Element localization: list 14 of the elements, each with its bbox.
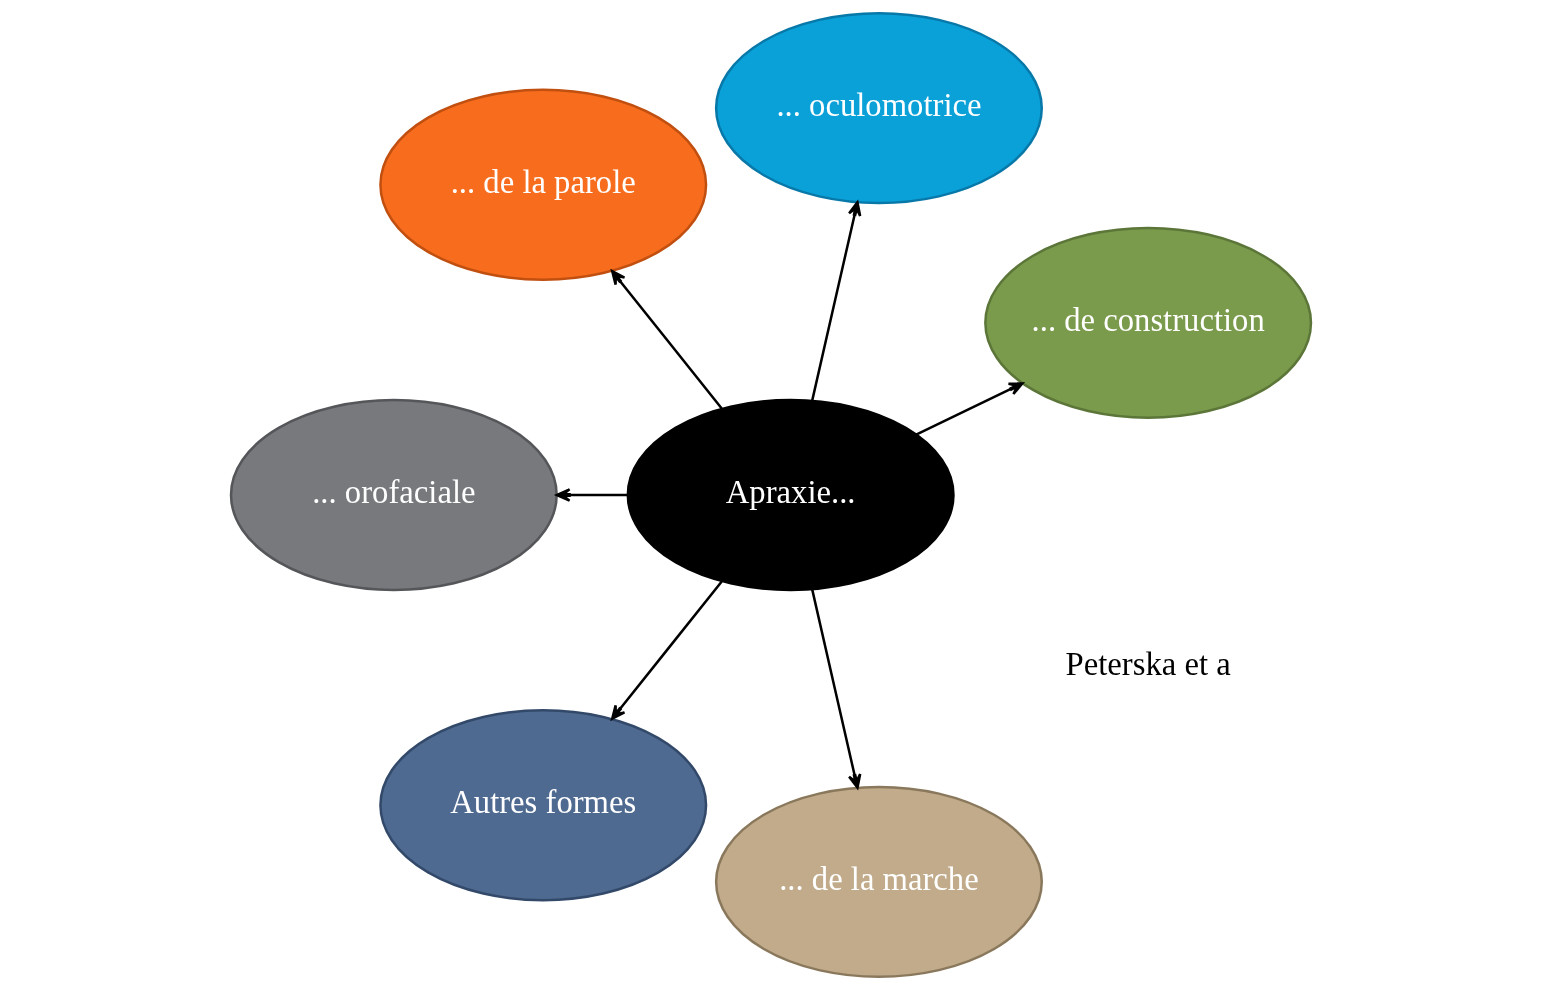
arrow: [610, 580, 723, 720]
node-ellipse: ... de construction: [984, 226, 1313, 419]
arrow: [810, 201, 862, 402]
arrow: [810, 588, 862, 789]
arrow: [555, 488, 628, 502]
node-ellipse: Autres formes: [379, 709, 708, 902]
arrow: [610, 270, 723, 410]
node-ellipse: ... oculomotrice: [714, 11, 1043, 205]
node-ellipse: ... de la marche: [714, 785, 1043, 979]
node-ellipse: ... orofaciale: [229, 398, 558, 592]
label: Peterska et a: [1065, 646, 1231, 683]
arrow: [915, 382, 1024, 436]
node-ellipse: Apraxie...: [626, 398, 955, 592]
node-ellipse: ... de la parole: [379, 88, 708, 281]
